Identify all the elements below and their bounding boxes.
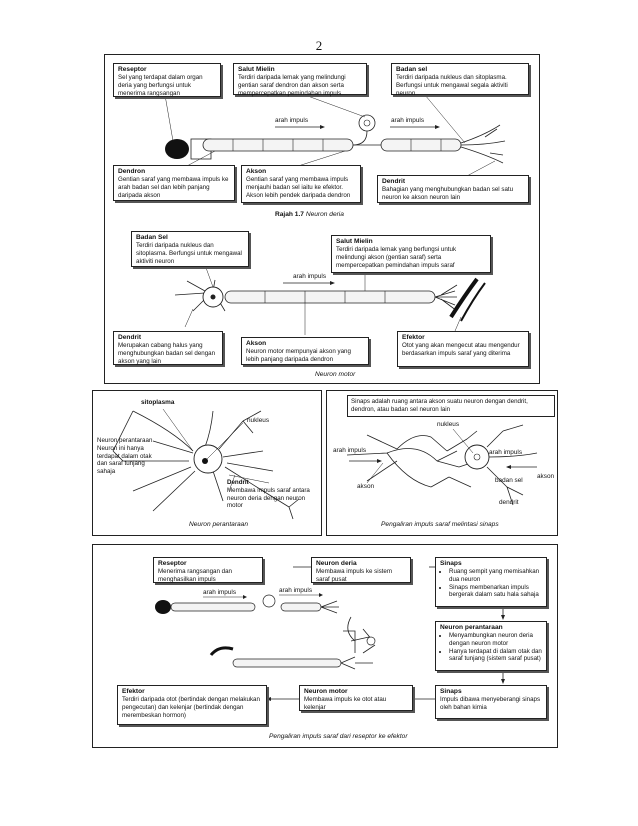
sensory-dendrit-box: Dendrit Bahagian yang menghubungkan bada… <box>377 175 529 203</box>
synapse-arah-impuls-right: arah impuls <box>489 449 523 456</box>
pathway-sinaps-1-title: Sinaps <box>440 560 462 567</box>
motor-salut-mielin-title: Salut Mielin <box>336 238 373 245</box>
sensory-arah-impuls-1: arah impuls <box>275 117 309 124</box>
pathway-reseptor-box: Reseptor Menerima rangsangan dan menghas… <box>153 557 263 583</box>
pathway-neuron-perantaraan-item: Hanya terdapat di dalam otak dan saraf t… <box>449 648 542 664</box>
interneuron-nukleus-label: nukleus <box>247 417 270 424</box>
synapse-badan-sel-label: badan sel <box>495 477 523 484</box>
interneuron-panel: sitoplasma nukleus Neuron perantaraan Ne… <box>92 390 322 536</box>
motor-salut-mielin-text: Terdiri daripada lemak yang berfungsi un… <box>336 246 457 269</box>
pathway-drawing <box>155 566 505 701</box>
motor-badan-sel-title: Badan Sel <box>136 234 168 241</box>
pathway-arah-impuls-2: arah impuls <box>279 587 313 594</box>
motor-efektor-title: Efektor <box>402 334 425 341</box>
sensory-badan-sel-title: Badan sel <box>396 66 428 73</box>
pathway-efektor-text: Terdiri daripada otot (bertindak dengan … <box>122 696 260 719</box>
interneuron-caption: Neuron perantaraan <box>189 521 249 528</box>
motor-akson-title: Akson <box>246 340 267 347</box>
synapse-panel: Sinaps adalah ruang antara akson suatu n… <box>326 390 558 536</box>
sensory-akson-title: Akson <box>246 168 267 175</box>
motor-caption: Neuron motor <box>315 371 356 378</box>
sensory-dendron-box: Dendron Gentian saraf yang membawa impul… <box>113 165 235 201</box>
neuron-panel: Reseptor Sel yang terdapat dalam organ d… <box>104 54 540 384</box>
pathway-neuron-motor-text: Membawa impuls ke otot atau kelenjar <box>304 696 387 711</box>
pathway-sinaps-2-box: Sinaps Impuls dibawa menyeberangi sinaps… <box>435 685 547 719</box>
motor-badan-sel-text: Terdiri daripada nukleus dan sitoplasma.… <box>136 242 242 265</box>
interneuron-drawing <box>112 408 300 520</box>
sensory-salut-mielin-box: Salut Mielin Terdiri daripada lemak yang… <box>233 63 367 97</box>
interneuron-dendrit-title: Dendrit <box>227 479 249 486</box>
interneuron-sitoplasma-label: sitoplasma <box>141 399 175 406</box>
pathway-neuron-deria-text: Membawa impuls ke sistem saraf pusat <box>316 568 392 583</box>
sensory-caption-text: Neuron deria <box>305 211 344 218</box>
synapse-dendrit-label: dendrit <box>499 499 519 506</box>
sensory-dendrit-title: Dendrit <box>382 178 406 185</box>
motor-dendrit-box: Dendrit Merupakan cabang halus yang meng… <box>113 331 223 365</box>
sensory-reseptor-box: Reseptor Sel yang terdapat dalam organ d… <box>113 63 221 97</box>
pathway-efektor-box: Efektor Terdiri daripada otot (bertindak… <box>117 685 267 725</box>
motor-efektor-box: Efektor Otot yang akan mengecut atau men… <box>397 331 529 367</box>
motor-efektor-text: Otot yang akan mengecut atau mengendur b… <box>402 342 520 357</box>
synapse-nukleus-label: nukleus <box>437 421 460 428</box>
synapse-header: Sinaps adalah ruang antara akson suatu n… <box>347 395 555 417</box>
motor-salut-mielin-box: Salut Mielin Terdiri daripada lemak yang… <box>331 235 491 273</box>
sensory-dendron-text: Gentian saraf yang membawa impuls ke ara… <box>118 176 229 199</box>
pathway-caption: Pengaliran impuls saraf dari reseptor ke… <box>269 733 408 740</box>
sensory-neuron-drawing <box>165 114 506 164</box>
pathway-neuron-motor-box: Neuron motor Membawa impuls ke otot atau… <box>299 685 413 711</box>
pathway-neuron-perantaraan-box: Neuron perantaraan Menyambungkan neuron … <box>435 621 547 671</box>
pathway-sinaps-1-item: Ruang sempit yang memisahkan dua neuron <box>449 568 542 584</box>
motor-akson-box: Akson Neuron motor mempunyai akson yang … <box>241 337 369 365</box>
sensory-caption-number: Rajah 1.7 <box>275 211 304 218</box>
pathway-reseptor-title: Reseptor <box>158 560 187 567</box>
sensory-badan-sel-text: Terdiri daripada nukleus dan sitoplasma.… <box>396 74 508 97</box>
interneuron-dendrit: Dendrit Membawa impuls saraf antara neur… <box>227 479 319 510</box>
pathway-neuron-perantaraan-item: Menyambungkan neuron deria dengan neuron… <box>449 632 542 648</box>
sensory-salut-mielin-title: Salut Mielin <box>238 66 275 73</box>
pathway-sinaps-2-title: Sinaps <box>440 688 462 695</box>
pathway-arah-impuls-1: arah impuls <box>203 589 237 596</box>
interneuron-dendrit-text: Membawa impuls saraf antara neuron deria… <box>227 486 310 510</box>
synapse-akson-right: akson <box>537 473 555 480</box>
sensory-dendrit-text: Bahagian yang menghubungkan badan sel sa… <box>382 186 514 201</box>
motor-akson-text: Neuron motor mempunyai akson yang lebih … <box>246 348 351 363</box>
sensory-akson-box: Akson Gentian saraf yang membawa impuls … <box>241 165 361 203</box>
sensory-badan-sel-box: Badan sel Terdiri daripada nukleus dan s… <box>391 63 529 97</box>
pathway-efektor-title: Efektor <box>122 688 145 695</box>
sensory-caption: Rajah 1.7 Neuron deria <box>275 211 344 218</box>
pathway-sinaps-2-text: Impuls dibawa menyeberangi sinaps oleh b… <box>440 696 541 711</box>
pathway-neuron-motor-title: Neuron motor <box>304 688 348 695</box>
synapse-akson-left: akson <box>357 483 375 490</box>
pathway-sinaps-1-box: Sinaps Ruang sempit yang memisahkan dua … <box>435 557 547 607</box>
motor-dendrit-text: Merupakan cabang halus yang menghubungka… <box>118 342 216 365</box>
synapse-arah-impuls-left: arah impuls <box>333 447 367 454</box>
motor-badan-sel-box: Badan Sel Terdiri daripada nukleus dan s… <box>131 231 249 267</box>
sensory-reseptor-text: Sel yang terdapat dalam organ deria yang… <box>118 74 203 97</box>
sensory-reseptor-title: Reseptor <box>118 66 147 73</box>
motor-neuron-drawing <box>174 277 486 322</box>
sensory-salut-mielin-text: Terdiri daripada lemak yang melindungi g… <box>238 74 346 97</box>
motor-dendrit-title: Dendrit <box>118 334 142 341</box>
pathway-sinaps-1-item: Sinaps membenarkan impuls bergerak dalam… <box>449 584 542 600</box>
pathway-panel: Reseptor Menerima rangsangan dan menghas… <box>92 544 558 748</box>
pathway-neuron-deria-title: Neuron deria <box>316 560 357 567</box>
pathway-reseptor-text: Menerima rangsangan dan menghasilkan imp… <box>158 568 232 583</box>
pathway-neuron-perantaraan-title: Neuron perantaraan <box>440 624 503 631</box>
pathway-neuron-deria-box: Neuron deria Membawa impuls ke sistem sa… <box>311 557 411 583</box>
neuron-illustrations <box>164 94 506 335</box>
synapse-caption: Pengaliran impuls saraf melintasi sinaps <box>381 521 499 528</box>
sensory-akson-text: Gentian saraf yang membawa impuls menjau… <box>246 176 351 199</box>
synapse-drawing <box>346 424 538 506</box>
sensory-arah-impuls-2: arah impuls <box>391 117 425 124</box>
motor-arah-impuls: arah impuls <box>293 273 327 280</box>
interneuron-description: Neuron perantaraan Neuron ini hanya terd… <box>97 437 153 475</box>
sensory-dendron-title: Dendron <box>118 168 146 175</box>
page-number: 2 <box>315 38 323 53</box>
